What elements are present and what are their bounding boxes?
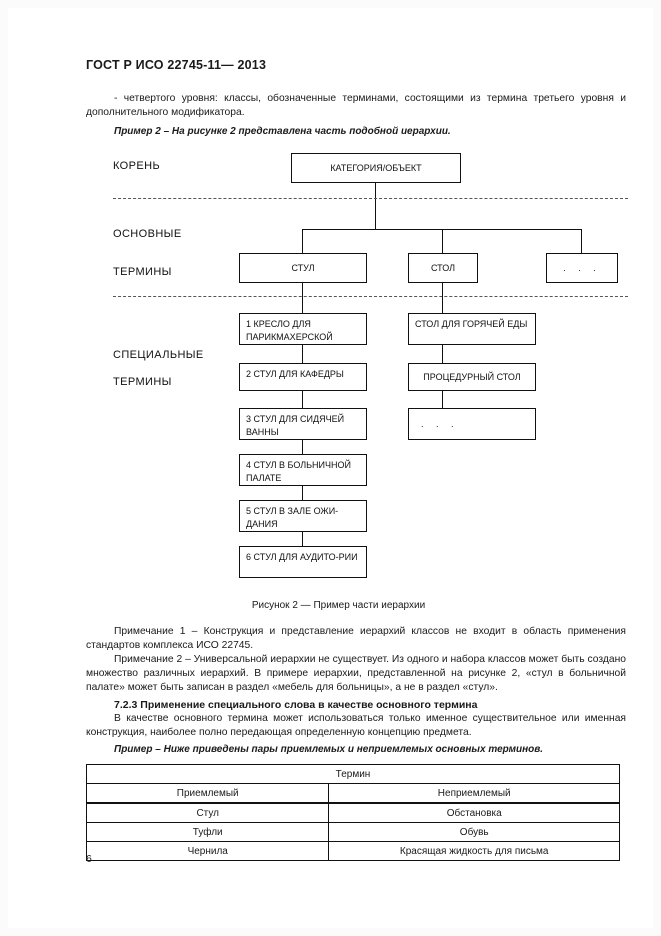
terms-table-title: Термин [86, 764, 620, 784]
terms-table: Термин Приемлемый Неприемлемый Стул Обст… [85, 764, 620, 861]
tier-divider-1 [113, 198, 628, 199]
table-row: Стул Обстановка [85, 802, 620, 823]
node-chair-5: 5 СТУЛ В ЗАЛЕ ОЖИ-ДАНИЯ [239, 500, 367, 532]
document-header: ГОСТ Р ИСО 22745-11— 2013 [86, 58, 267, 72]
node-root: КАТЕГОРИЯ/ОБЪЕКТ [291, 153, 461, 183]
node-base-table: СТОЛ [408, 253, 478, 283]
terms-cell-unacceptable-1: Обстановка [328, 802, 620, 823]
node-chair-4: 4 СТУЛ В БОЛЬНИЧНОЙ ПАЛАТЕ [239, 454, 367, 486]
page-number: 6 [86, 853, 92, 865]
connector-chair-3-4 [302, 440, 304, 454]
table-row: Туфли Обувь [85, 822, 620, 842]
connector-table-stem [442, 283, 444, 313]
terms-cell-unacceptable-2: Обувь [328, 822, 620, 842]
terms-cell-acceptable-1: Стул [85, 802, 330, 823]
page-surface: ГОСТ Р ИСО 22745-11— 2013 - четвертого у… [8, 8, 653, 928]
note-1: Примечание 1 – Конструкция и представлен… [86, 625, 626, 653]
terms-cell-acceptable-3: Чернила [85, 841, 330, 861]
example-2-label: Пример 2 – На рисунке 2 представлена час… [114, 126, 451, 137]
table-row-title: Термин [86, 764, 620, 784]
connector-chair-1-2 [302, 345, 304, 363]
tier-label-special-2: ТЕРМИНЫ [113, 376, 172, 388]
figure-caption: Рисунок 2 — Пример части иерархии [251, 600, 426, 611]
connector-chair-2-3 [302, 391, 304, 408]
intro-paragraph: - четвертого уровня: классы, обозначенны… [86, 92, 626, 120]
connector-chair-stem [302, 283, 304, 313]
tier-label-special-1: СПЕЦИАЛЬНЫЕ [113, 349, 204, 361]
section-paragraph-text: В качестве основного термина может испол… [86, 713, 626, 738]
terms-cell-unacceptable-3: Красящая жидкость для письма [328, 841, 620, 861]
node-table-ellipsis: . . . [408, 408, 536, 440]
connector-chair-5-6 [302, 532, 304, 546]
connector-root-stem [375, 183, 377, 229]
node-chair-6: 6 СТУЛ ДЛЯ АУДИТО-РИИ [239, 546, 367, 578]
terms-table-col-acceptable: Приемлемый [85, 783, 330, 804]
connector-table-1-2 [442, 345, 444, 363]
tier-label-base-2: ТЕРМИНЫ [113, 266, 172, 278]
table-row-header: Приемлемый Неприемлемый [85, 783, 620, 804]
table-row: Чернила Красящая жидкость для письма [85, 841, 620, 861]
node-chair-2: 2 СТУЛ ДЛЯ КАФЕДРЫ [239, 363, 367, 391]
note-2-text: Примечание 2 – Универсальной иерархии не… [86, 654, 626, 693]
tier-divider-2 [113, 296, 628, 297]
note-1-text: Примечание 1 – Конструкция и представлен… [86, 626, 626, 651]
connector-chair-4-5 [302, 486, 304, 500]
section-paragraph: В качестве основного термина может испол… [86, 712, 626, 740]
intro-paragraph-text: - четвертого уровня: классы, обозначенны… [86, 93, 626, 118]
connector-base-drop-2 [442, 229, 444, 253]
connector-base-drop-3 [581, 229, 583, 253]
terms-table-col-unacceptable: Неприемлемый [328, 783, 620, 804]
tier-label-root: КОРЕНЬ [113, 160, 161, 172]
note-2: Примечание 2 – Универсальной иерархии не… [86, 653, 626, 695]
node-chair-3: 3 СТУЛ ДЛЯ СИДЯЧЕЙ ВАННЫ [239, 408, 367, 440]
tier-label-base-1: ОСНОВНЫЕ [113, 228, 182, 240]
example-label: Пример – Ниже приведены пары приемлемых … [114, 744, 544, 755]
hierarchy-diagram: КОРЕНЬ ОСНОВНЫЕ ТЕРМИНЫ СПЕЦИАЛЬНЫЕ ТЕРМ… [8, 8, 661, 578]
node-base-chair: СТУЛ [239, 253, 367, 283]
connector-table-2-3 [442, 391, 444, 408]
node-chair-1: 1 КРЕСЛО ДЛЯ ПАРИКМАХЕРСКОЙ [239, 313, 367, 345]
node-table-2: ПРОЦЕДУРНЫЙ СТОЛ [408, 363, 536, 391]
terms-cell-acceptable-2: Туфли [85, 822, 330, 842]
node-table-1: СТОЛ ДЛЯ ГОРЯЧЕЙ ЕДЫ [408, 313, 536, 345]
connector-base-drop-1 [302, 229, 304, 253]
section-heading: 7.2.3 Применение специального слова в ка… [114, 699, 478, 711]
node-base-ellipsis: . . . [546, 253, 618, 283]
